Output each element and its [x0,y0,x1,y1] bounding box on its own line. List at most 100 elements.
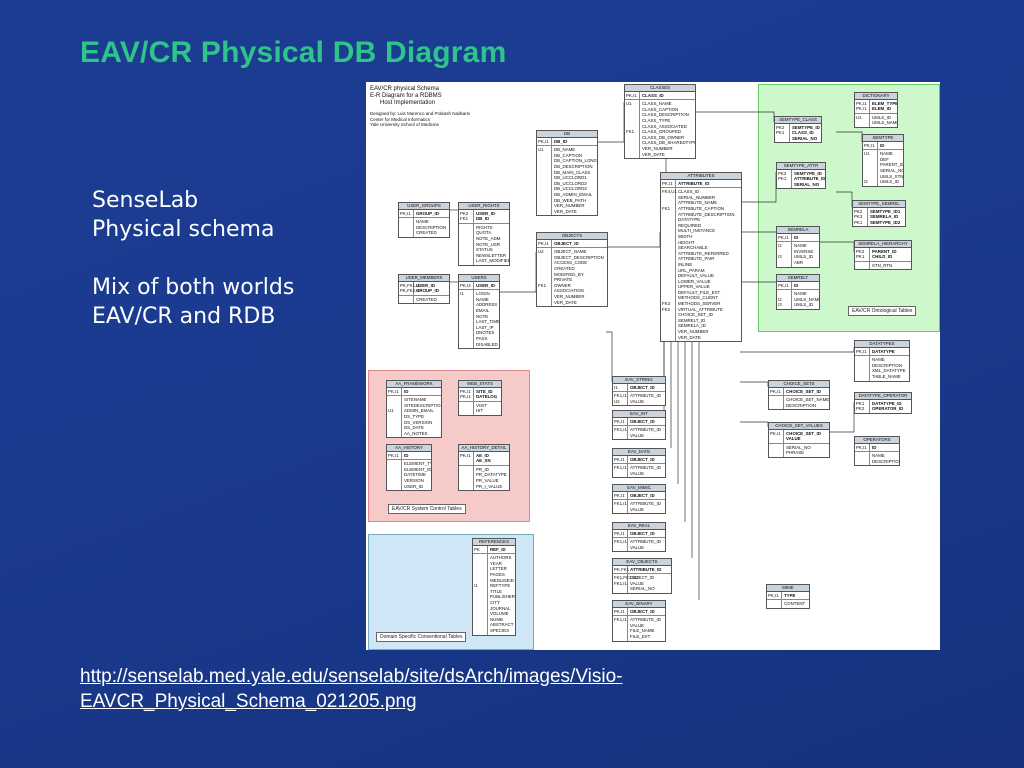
key-column: PK,I2 [459,281,474,290]
region-label-blue: Domain Specific Conventional Tables [376,632,467,642]
table-header: SEMTYPE [863,135,903,142]
field-list: STN_RTN [872,262,893,268]
table-header: ATTRIBUTES [661,173,741,180]
table-row: PR_ID PR_DATATYPE PR_VALUE PR_I_VALUE [459,465,509,491]
key-column: PK,I1 [769,429,784,443]
field-list: CLASS_NAME CLASS_CAPTION CLASS_DESCRIPTI… [642,101,695,157]
key-column [399,295,414,304]
region-label-pink: EAV/CR System Control Tables [388,504,466,514]
source-link-line[interactable]: EAVCR_Physical_Schema_021205.png [80,691,417,712]
key-column: PK2 FK1 [459,209,474,223]
table-header: SEMRELA [777,227,819,234]
field-list: CREATED [416,296,437,302]
field-list: ATTRIBUTE_ID VALUE [630,393,661,404]
table-header: SEMTYPE_ATTR [777,163,825,170]
relationship-line [836,191,853,207]
table-header: CHOICE_SETS [769,381,829,388]
key-column: PK,I1 [777,233,792,242]
table-header: REFERENCES [473,539,515,546]
field-list: ID [404,388,409,394]
table-header: AA_FRAMEWORK [387,381,441,388]
field-list: SITENAME SITEDESCRIPTION ADMIN_EMAIL DS_… [404,397,441,436]
field-list: CHOICE_SET_NAME DESCRIPTION [786,397,829,408]
key-column: PK,I1 [537,137,552,146]
key-column: PK,FK1 [614,565,630,574]
note-line: E-R Diagram for a RDBMS [370,93,442,99]
field-list: PR_ID PR_DATATYPE PR_VALUE PR_I_VALUE [476,466,507,489]
table-row: STN_RTN [855,261,911,270]
field-list: ID [880,142,885,148]
key-column [767,600,782,608]
table-header: EAV_INT [613,411,665,418]
key-column: PK,I1 [661,179,676,188]
relationship-line [606,331,613,382]
field-list: TYPE [784,592,796,598]
field-list: AUTHORS YEAR LETTER PAGES MEDLINEID REFT… [490,555,515,633]
source-link[interactable]: http://senselab.med.yale.edu/senselab/si… [80,664,623,714]
table-header: USER_RIGHTS [459,203,509,210]
key-column: FK1,FK1,U2 FK1,I1 [613,574,638,593]
key-column: PK,I1 [613,607,628,616]
source-link-line[interactable]: http://senselab.med.yale.edu/senselab/si… [80,666,623,687]
region-label-green: EAV/CR Ontological Tables [848,306,917,316]
field-list: ATTRIBUTE_ID VALUE [630,501,661,512]
field-list: AE_ID AE_SN [476,452,491,464]
key-column: PK,I1 [399,209,414,218]
key-column: U2 FK1 [537,248,552,307]
table-header: EAV_DATE [613,449,665,456]
field-list: ID [794,234,799,240]
key-column: U1 [387,396,402,438]
credit-line: Yale University School of Medicine [370,122,439,127]
table-header: DB [537,131,597,138]
key-column: PK2 PK1 [777,169,792,189]
key-column [459,223,474,265]
field-list: CHOICE_SET_ID VALUE [786,430,821,442]
key-column: I1 [613,383,628,392]
key-column: FK4,U1 FK1 FK3 FK2 [661,188,677,342]
key-column: I1 [473,554,488,635]
table-header: SEMTYPE_SEMREL [853,201,905,208]
field-list: ELEMENT_TYPE ELEMENT_ID DATETIME VERSION… [404,461,431,489]
table-header: DATATYPE_OPERATOR [855,393,911,400]
field-list: REF_ID [490,546,506,552]
field-list: OBJECT_ID [630,418,655,424]
field-list: OBJECT_ID [554,240,579,246]
field-list: DB_NAME DB_CAPTION DB_CAPTION_LONG DB_DE… [554,147,597,214]
key-column: PK,I1 [855,347,870,356]
key-column [387,460,402,491]
table-row: RIGHTS QUOTA NOTE_ADM NOTE_USR STATUS NE… [459,223,509,265]
table-row: ELEMENT_TYPE ELEMENT_ID DATETIME VERSION… [387,460,431,491]
key-column: PK,I1 [767,591,782,600]
